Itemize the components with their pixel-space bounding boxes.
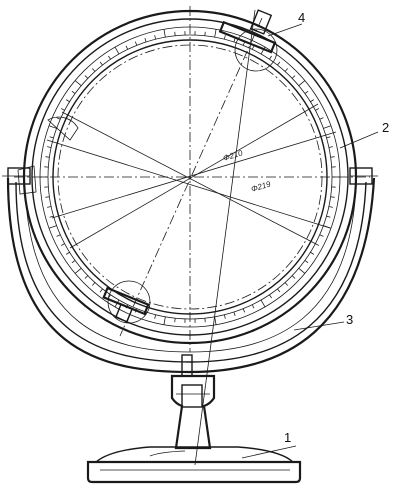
scale-tick	[134, 41, 138, 46]
scale-tick	[74, 267, 82, 274]
scale-tick	[291, 275, 296, 279]
scale-tick	[330, 156, 335, 158]
scale-tick	[163, 29, 166, 38]
scale-tick	[154, 35, 157, 40]
scale-tick	[260, 299, 266, 308]
side-clamp	[17, 116, 79, 195]
axis-pivot-top	[218, 9, 278, 72]
base	[86, 446, 302, 484]
scale-tick	[326, 215, 331, 218]
scale-tick	[84, 75, 89, 79]
meridian-ring	[2, 167, 378, 374]
scale-tick	[125, 45, 129, 50]
callouts: 1 2 3 4	[241, 10, 389, 459]
scale-tick	[84, 275, 89, 279]
scale-tick	[310, 99, 315, 103]
scale-ticks	[40, 29, 340, 325]
scale-tick	[233, 38, 236, 43]
scale-tick	[49, 215, 54, 218]
scale-tick	[315, 108, 320, 111]
scale-tick	[277, 288, 281, 293]
scale-tick	[56, 234, 61, 237]
scale-tick	[304, 90, 309, 94]
scale-tick	[99, 288, 103, 293]
scale-tick	[269, 294, 272, 299]
scale-tick	[298, 267, 306, 274]
scale-tick	[48, 225, 57, 229]
scale-tick	[47, 206, 52, 208]
scale-tick	[45, 196, 50, 198]
scale-tick	[319, 234, 324, 237]
scale-tick	[251, 304, 255, 309]
axis-pivot-bottom	[102, 280, 151, 324]
dimension-outer-diameter: Φ219	[250, 179, 272, 194]
scale-tick	[99, 61, 103, 66]
scale-tick	[242, 308, 246, 313]
scale-tick	[223, 314, 226, 319]
callout-2: 2	[382, 120, 389, 135]
scale-tick	[284, 282, 288, 286]
scale-tick	[65, 99, 70, 103]
scale-tick	[45, 156, 50, 158]
scale-tick	[163, 316, 166, 325]
scale-tick	[323, 125, 332, 129]
scale-tick	[47, 146, 52, 148]
callout-3: 3	[346, 312, 353, 327]
scale-tick	[92, 68, 96, 72]
scale-tick	[291, 75, 296, 79]
scale-tick	[74, 80, 82, 87]
scale-tick	[60, 243, 65, 246]
scale-tick	[328, 146, 333, 148]
scale-tick	[284, 68, 288, 72]
axis-lines	[14, 6, 370, 466]
scale-tick	[214, 29, 217, 38]
scale-tick	[233, 311, 236, 316]
scale-tick	[71, 90, 76, 94]
scale-tick	[114, 46, 120, 55]
scale-tick	[108, 55, 111, 60]
scale-tick	[330, 196, 335, 198]
scale-tick	[328, 206, 333, 208]
scale-tick	[71, 260, 76, 264]
callout-4: 4	[298, 10, 305, 25]
scale-tick	[319, 117, 324, 120]
stand-column	[170, 354, 216, 450]
scale-tick	[92, 282, 96, 286]
scale-tick	[60, 108, 65, 111]
scale-tick	[49, 136, 54, 139]
scale-tick	[56, 117, 61, 120]
scale-tick	[144, 38, 147, 43]
scale-tick	[277, 61, 281, 66]
scale-tick	[304, 260, 309, 264]
scale-tick	[326, 136, 331, 139]
scale-tick	[223, 35, 226, 40]
scale-tick	[154, 314, 157, 319]
callout-1: 1	[284, 430, 291, 445]
scale-tick	[65, 251, 70, 255]
scale-tick	[48, 125, 57, 129]
scale-tick	[214, 316, 217, 325]
scale-tick	[251, 45, 255, 50]
scale-tick	[298, 80, 306, 87]
scale-tick	[310, 251, 315, 255]
scale-tick	[269, 55, 272, 60]
